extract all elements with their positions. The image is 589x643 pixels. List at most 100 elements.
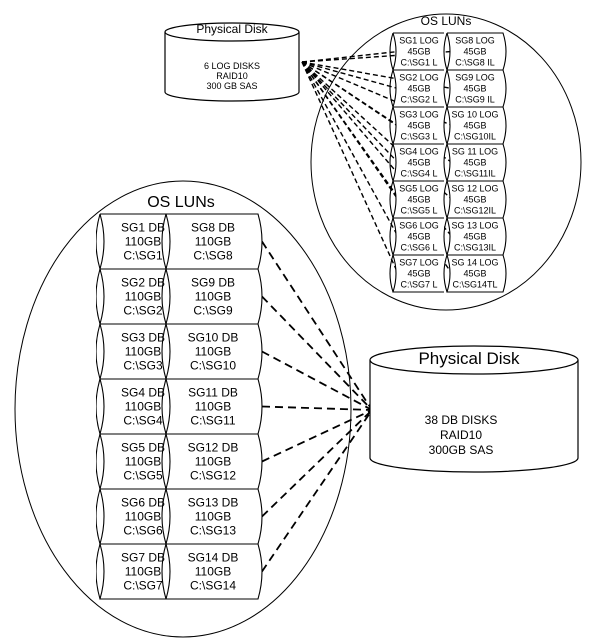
lun-cylinder-body bbox=[392, 254, 444, 293]
lun-label-line-3: C:\SG12IL bbox=[454, 206, 496, 216]
lun-label-line-1: SG 11 LOG bbox=[452, 147, 498, 157]
lun-cylinder-edge bbox=[161, 433, 167, 490]
lun-label-line-1: SG4 DB bbox=[121, 386, 165, 400]
lun-label-line-2: 110GB bbox=[195, 290, 231, 304]
log-physical-disk: Physical Disk 6 LOG DISKS RAID10 300 GB … bbox=[164, 22, 300, 102]
lun-label-line-1: SG 10 LOG bbox=[451, 110, 498, 120]
lun-cylinder-body bbox=[392, 106, 444, 145]
lun-label-line-3: C:\SG1 bbox=[123, 249, 163, 263]
lun-cylinder-body bbox=[99, 213, 166, 270]
lun-label-line-2: 110GB bbox=[195, 235, 231, 249]
log-disk-line-3: 300 GB SAS bbox=[206, 81, 257, 91]
lun-label-line-2: 110GB bbox=[125, 400, 161, 414]
lun-label-line-1: SG6 DB bbox=[121, 496, 165, 510]
log-link-right-3 bbox=[301, 61, 453, 127]
log-link-right-2 bbox=[301, 61, 453, 90]
lun-cylinder-edge bbox=[389, 143, 394, 182]
lun-label-line-2: 45GB bbox=[463, 121, 486, 131]
big-luns-boundary bbox=[14, 180, 352, 638]
lun-cylinder-edge bbox=[443, 32, 448, 71]
lun-cylinder-edge bbox=[389, 32, 394, 71]
lun-label-line-2: 45GB bbox=[463, 269, 486, 279]
lun-label-line-2: 45GB bbox=[463, 84, 486, 94]
lun-label-line-3: C:\SG13IL bbox=[454, 243, 496, 253]
lun-label-line-2: 45GB bbox=[463, 232, 486, 242]
lun-label-line-2: 110GB bbox=[195, 565, 231, 579]
lun-label-line-3: C:\SG2 L bbox=[400, 95, 437, 105]
lun-label-line-3: C:\SG3 L bbox=[400, 132, 437, 142]
db-physical-disk: Physical Disk 38 DB DISKS RAID10 300GB S… bbox=[369, 345, 579, 473]
log-link-left-2 bbox=[301, 61, 399, 90]
lun-cylinder-edge bbox=[389, 106, 394, 145]
lun-cylinder-body bbox=[392, 180, 444, 219]
lun-label-line-2: 45GB bbox=[407, 121, 430, 131]
lun-cylinder-edge bbox=[96, 213, 101, 270]
db-link-3 bbox=[261, 350, 373, 411]
lun-cylinder-edge bbox=[96, 378, 101, 435]
lun-label-line-1: SG 12 LOG bbox=[451, 184, 498, 194]
lun-label-line-2: 45GB bbox=[407, 195, 430, 205]
db-disk-line-2: RAID10 bbox=[440, 428, 482, 442]
lun-label-line-3: C:\SG3 bbox=[123, 359, 163, 373]
lun-cylinder-edge bbox=[443, 254, 448, 293]
lun-label-line-3: C:\SG13 bbox=[190, 524, 236, 538]
lun-label-line-1: SG2 DB bbox=[121, 276, 165, 290]
lun-label-line-1: SG6 LOG bbox=[399, 221, 439, 231]
lun-label-line-1: SG10 DB bbox=[188, 331, 239, 345]
lun-cylinder-edge bbox=[96, 543, 101, 600]
db-link-6 bbox=[261, 409, 373, 518]
lun-label-line-2: 110GB bbox=[195, 455, 231, 469]
lun-cylinder-body bbox=[99, 268, 166, 325]
lun-label-line-2: 110GB bbox=[125, 235, 161, 249]
lun-label-line-1: SG14 DB bbox=[188, 551, 239, 565]
lun-cylinder-body bbox=[446, 254, 507, 293]
lun-label-line-1: SG4 LOG bbox=[399, 147, 439, 157]
lun-label-line-2: 45GB bbox=[407, 269, 430, 279]
lun-cylinder-edge bbox=[161, 543, 167, 600]
db-link-7 bbox=[261, 409, 373, 573]
lun-cylinder-edge bbox=[161, 488, 167, 545]
log-link-left-6 bbox=[301, 61, 399, 237]
lun-label-line-2: 110GB bbox=[195, 510, 231, 524]
lun-label-line-3: C:\SG11 bbox=[190, 414, 235, 428]
lun-label-line-3: C:\SG14 bbox=[190, 579, 236, 593]
lun-label-line-1: SG8 DB bbox=[191, 221, 235, 235]
lun-label-line-2: 45GB bbox=[407, 232, 430, 242]
lun-label-line-2: 110GB bbox=[125, 565, 161, 579]
db-link-5 bbox=[261, 409, 373, 463]
lun-label-line-3: C:\SG1 L bbox=[400, 58, 437, 68]
lun-cylinder-edge bbox=[389, 69, 394, 108]
lun-cylinder-body bbox=[392, 217, 444, 256]
log-link-right-6 bbox=[301, 61, 453, 237]
lun-label-line-3: C:\SG5 L bbox=[400, 206, 437, 216]
lun-label-line-3: C:\SG10IL bbox=[454, 132, 496, 142]
lun-cylinder-body bbox=[99, 543, 166, 600]
lun-cylinder-edge bbox=[161, 268, 167, 325]
lun-label-line-3: C:\SG7 L bbox=[400, 280, 437, 290]
lun-label-line-1: SG1 LOG bbox=[399, 36, 439, 46]
lun-label-line-2: 110GB bbox=[125, 455, 161, 469]
lun-cylinder-body bbox=[165, 543, 263, 600]
lun-cylinder-edge bbox=[443, 217, 448, 256]
lun-label-line-1: SG7 DB bbox=[121, 551, 165, 565]
lun-label-line-3: C:\SG11IL bbox=[454, 169, 495, 179]
db-link-1 bbox=[261, 241, 373, 411]
lun-label-line-2: 110GB bbox=[195, 345, 231, 359]
lun-label-line-1: SG3 LOG bbox=[399, 110, 439, 120]
